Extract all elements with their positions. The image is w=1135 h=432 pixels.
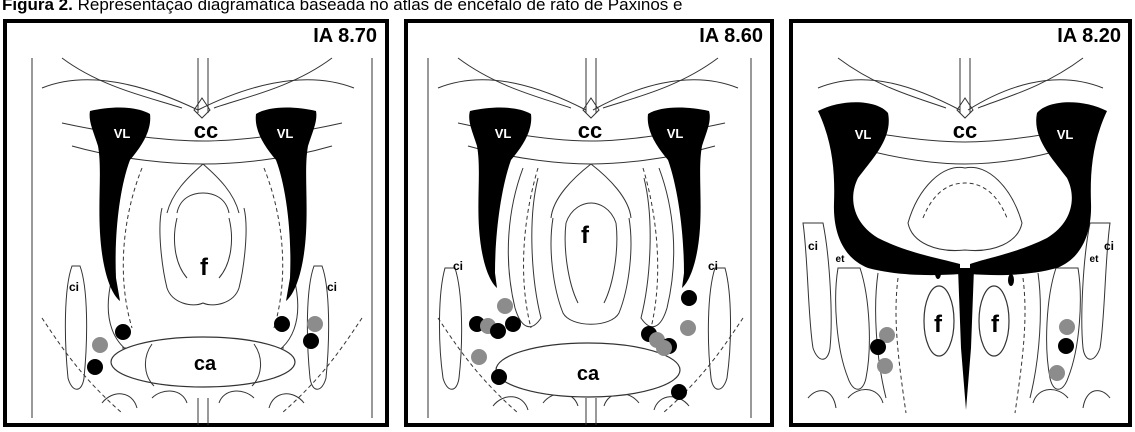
label-vl-left: VL [855,127,872,142]
site-dot [490,323,506,339]
site-dot [307,316,323,332]
brain-section-diagram-2: IA 8.60 cc VL VL f ci ci ca [403,18,775,428]
site-dot [1049,365,1065,381]
site-dot [870,339,886,355]
site-dot [1058,338,1074,354]
brain-section-diagram-1: IA 8.70 cc VL VL f ci ci c [2,18,390,428]
label-ci-right: ci [1104,239,1114,253]
site-dot [497,298,513,314]
site-dot [671,384,687,400]
label-ci-left: ci [453,259,463,273]
panel-title: IA 8.70 [313,25,377,47]
label-vl-right: VL [277,126,294,141]
figure-caption: Figura 2. Representação diagramática bas… [2,0,1135,16]
label-f-left: f [934,311,943,338]
site-dot [505,316,521,332]
label-ca: ca [194,353,217,375]
site-dot [491,369,507,385]
label-ci-right: ci [327,280,337,294]
label-f: f [200,254,209,281]
caption-label: Figura 2. [2,0,73,14]
site-dot [274,316,290,332]
label-et-left: et [836,254,846,265]
site-dot [92,337,108,353]
label-f: f [581,222,590,249]
label-vl-right: VL [1057,127,1074,142]
site-dot [680,320,696,336]
site-dot [1059,319,1075,335]
site-dot [471,349,487,365]
ventricle-spot [1008,274,1014,286]
label-cc: cc [578,118,602,143]
panel-title: IA 8.60 [699,25,763,47]
label-ci-left: ci [808,239,818,253]
label-cc: cc [953,118,977,143]
site-dot [303,333,319,349]
panel-title: IA 8.20 [1057,25,1121,47]
site-dot [681,290,697,306]
label-vl-right: VL [667,126,684,141]
label-et-right: et [1090,254,1100,265]
panel-ia-870: IA 8.70 cc VL VL f ci ci c [2,18,390,428]
brain-section-diagram-3: IA 8.20 cc VL VL f f ci ci et et [788,18,1133,428]
site-dot [87,359,103,375]
label-ci-right: ci [708,259,718,273]
label-f-right: f [991,311,1000,338]
site-dot [877,358,893,374]
site-dot [656,340,672,356]
label-vl-left: VL [114,126,131,141]
label-ca: ca [577,363,600,385]
label-cc: cc [194,118,218,143]
panel-ia-860: IA 8.60 cc VL VL f ci ci ca [403,18,775,428]
label-vl-left: VL [495,126,512,141]
caption-text: Representação diagramática baseada no at… [78,0,683,14]
panel-ia-820: IA 8.20 cc VL VL f f ci ci et et [788,18,1133,428]
ventricle-spot [935,267,941,279]
site-dot [115,324,131,340]
label-ci-left: ci [69,280,79,294]
